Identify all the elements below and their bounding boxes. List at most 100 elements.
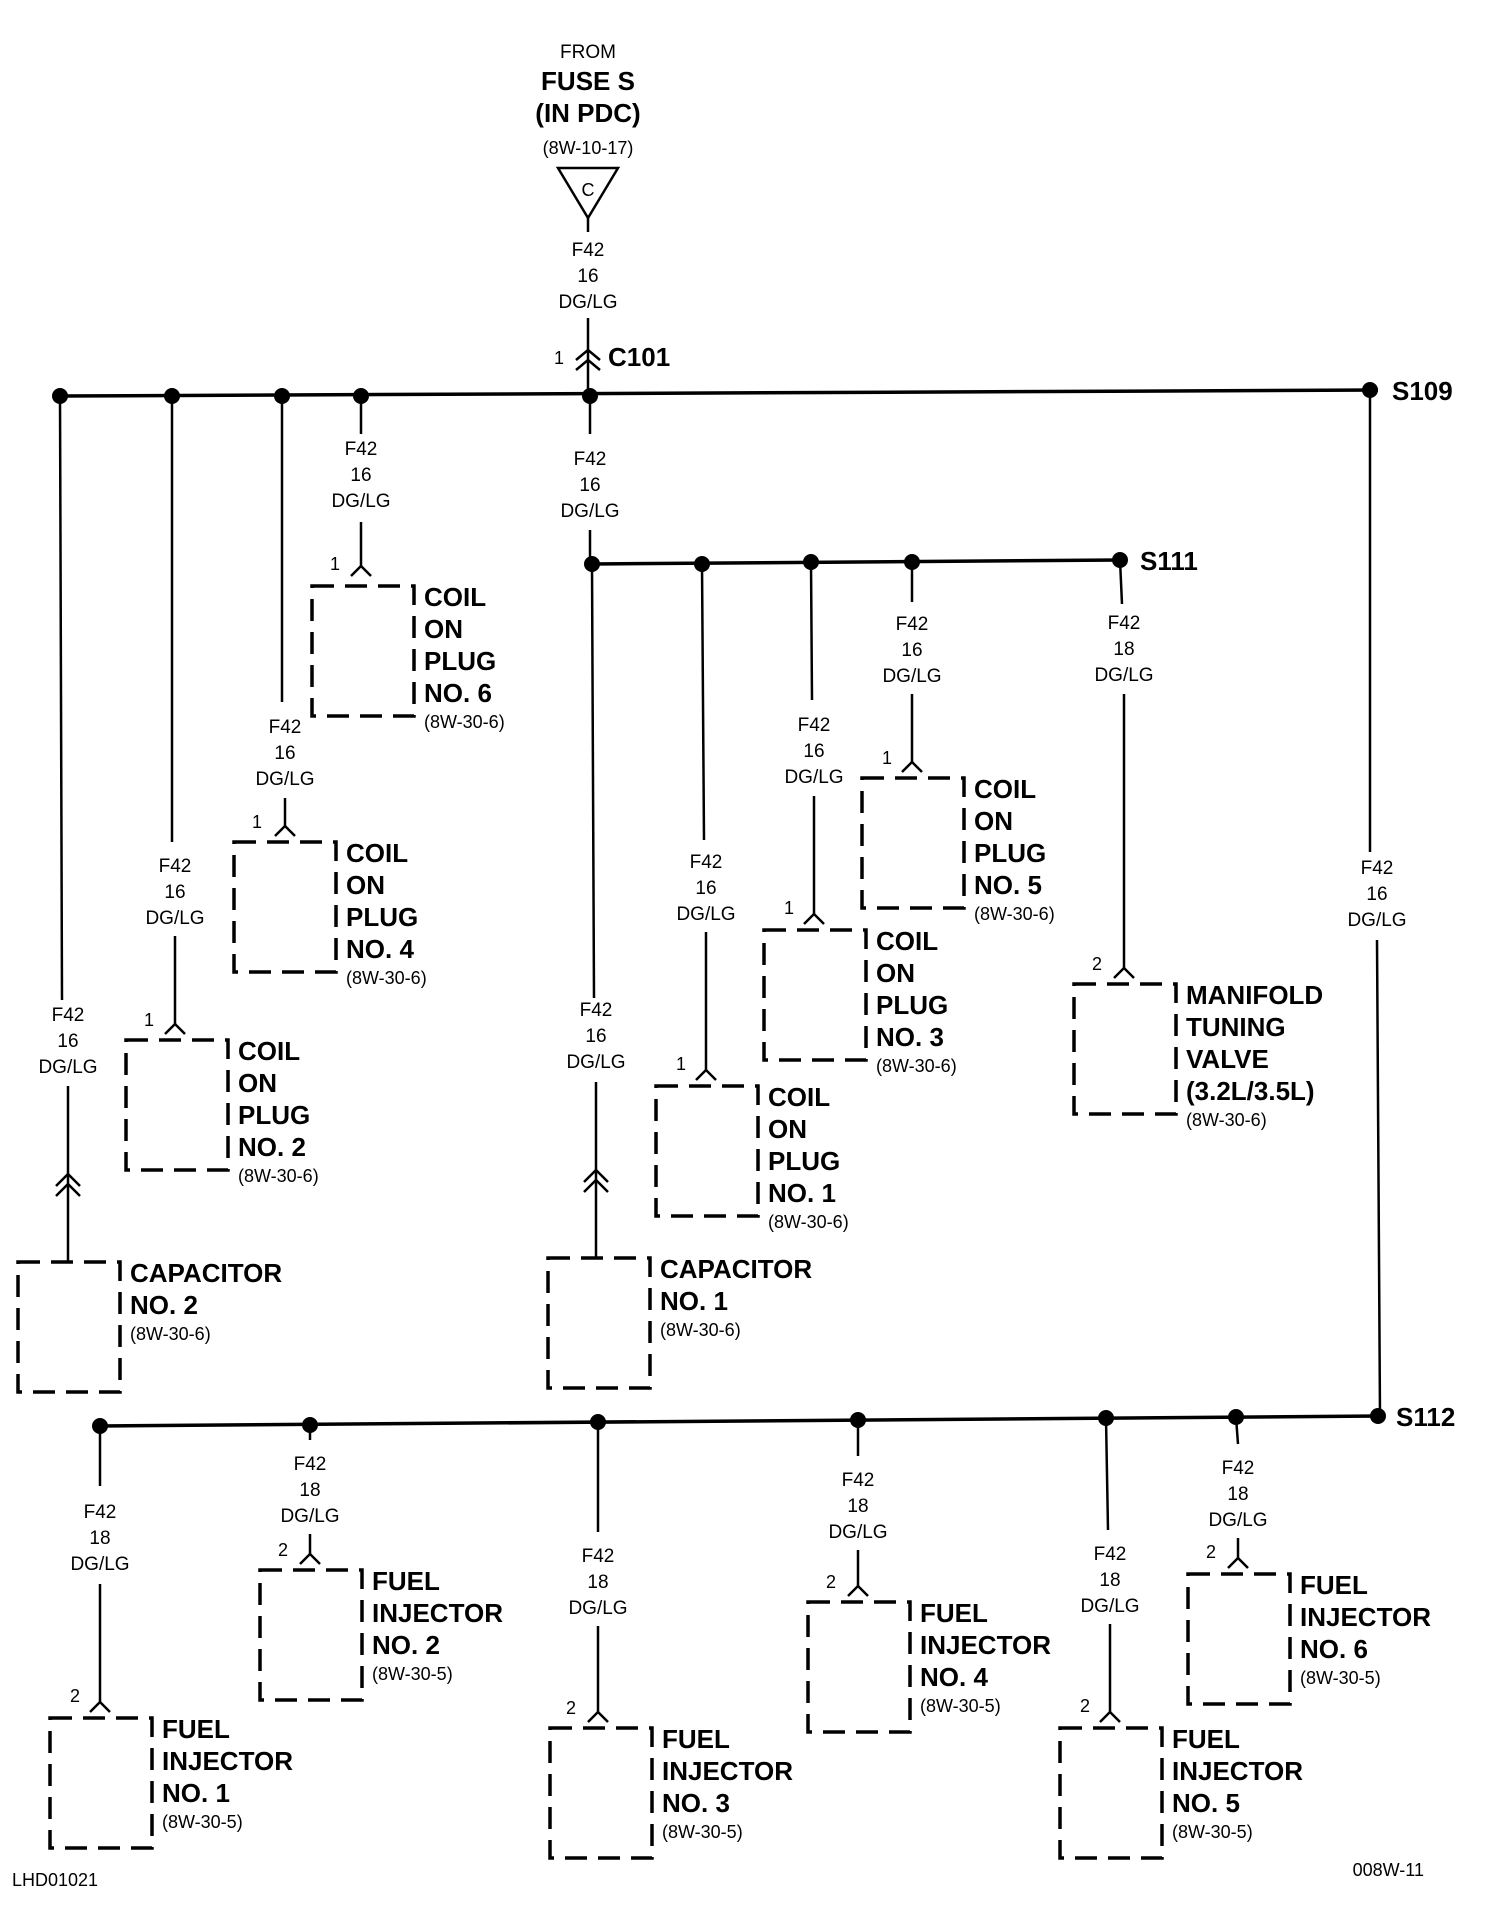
fuel-injector-5-label: FUEL INJECTOR NO. 5 (8W-30-5) [1172,1724,1303,1842]
svg-text:PLUG: PLUG [238,1100,310,1130]
figure-id-left: LHD01021 [12,1870,98,1890]
svg-text:CAPACITOR: CAPACITOR [130,1258,282,1288]
fuse-source: FROM FUSE S (IN PDC) (8W-10-17) C [535,42,641,221]
bottom-bus-wire [99,1414,1381,1428]
inj2-pin-chevron-icon [299,1552,321,1565]
svg-text:16: 16 [803,741,824,762]
svg-text:INJECTOR: INJECTOR [1300,1602,1431,1632]
svg-text:F42: F42 [572,240,605,261]
coil2-pin-chevron-icon [164,1022,186,1035]
inj6-pin-chevron-icon [1227,1556,1249,1569]
coil-on-plug-1-label: COIL ON PLUG NO. 1 (8W-30-6) [768,1082,849,1232]
fuse-connector-letter: C [582,180,595,200]
svg-text:FUEL: FUEL [662,1724,730,1754]
svg-text:COIL: COIL [346,838,408,868]
svg-text:NO. 3: NO. 3 [662,1788,730,1818]
svg-text:(3.2L/3.5L): (3.2L/3.5L) [1186,1076,1315,1106]
wire-label-cap1: F42 16 DG/LG [566,1000,625,1073]
svg-text:(8W-30-6): (8W-30-6) [1186,1110,1267,1130]
fuel-injector-2-box [258,1568,364,1702]
svg-text:F42: F42 [1361,858,1394,879]
coil-on-plug-2-label: COIL ON PLUG NO. 2 (8W-30-6) [238,1036,319,1186]
svg-text:DG/LG: DG/LG [280,1506,339,1527]
wire-label-coil2: F42 16 DG/LG [145,856,204,929]
svg-text:FUEL: FUEL [1300,1570,1368,1600]
svg-text:18: 18 [89,1528,110,1549]
fuel-injector-6-label: FUEL INJECTOR NO. 6 (8W-30-5) [1300,1570,1431,1688]
coil-on-plug-1-box [654,1084,760,1218]
svg-text:(8W-30-5): (8W-30-5) [920,1696,1001,1716]
svg-text:F42: F42 [690,852,723,873]
svg-text:DG/LG: DG/LG [676,904,735,925]
inj4-pin-chevron-icon [847,1584,869,1597]
fuel-injector-1-box [48,1716,154,1850]
svg-text:INJECTOR: INJECTOR [920,1630,1051,1660]
svg-text:F42: F42 [896,614,929,635]
svg-text:DG/LG: DG/LG [882,666,941,687]
svg-text:VALVE: VALVE [1186,1044,1269,1074]
svg-text:ON: ON [424,614,463,644]
capacitor-2-box [16,1260,122,1394]
svg-text:DG/LG: DG/LG [145,908,204,929]
svg-text:NO. 1: NO. 1 [768,1178,836,1208]
svg-text:PLUG: PLUG [346,902,418,932]
svg-text:DG/LG: DG/LG [1347,910,1406,931]
coil5-pin: 1 [882,748,892,768]
c101-chevron-icon [575,348,601,371]
svg-text:ON: ON [974,806,1013,836]
mtv-pin: 2 [1092,954,1102,974]
fuel-injector-4-label: FUEL INJECTOR NO. 4 (8W-30-5) [920,1598,1051,1716]
svg-text:18: 18 [847,1496,868,1517]
svg-text:16: 16 [585,1026,606,1047]
svg-text:18: 18 [299,1480,320,1501]
wire-label-coil6: F42 16 DG/LG [331,439,390,512]
fuel-injector-4-box [806,1600,912,1734]
svg-text:PLUG: PLUG [768,1146,840,1176]
svg-text:COIL: COIL [974,774,1036,804]
top-bus-wire [59,388,1379,398]
svg-text:DG/LG: DG/LG [828,1522,887,1543]
coil-on-plug-3-box [762,928,868,1062]
wire-label-inj2: F42 18 DG/LG [280,1454,339,1527]
wire-label-s111-feed: F42 16 DG/LG [560,449,619,522]
svg-text:ON: ON [876,958,915,988]
source-location-label: (IN PDC) [535,98,640,128]
svg-text:(8W-30-6): (8W-30-6) [346,968,427,988]
svg-text:COIL: COIL [424,582,486,612]
svg-text:INJECTOR: INJECTOR [662,1756,793,1786]
svg-text:(8W-30-5): (8W-30-5) [1300,1668,1381,1688]
svg-text:DG/LG: DG/LG [255,769,314,790]
svg-text:F42: F42 [1222,1458,1255,1479]
svg-text:18: 18 [1227,1484,1248,1505]
svg-text:F42: F42 [582,1546,615,1567]
svg-text:FUEL: FUEL [1172,1724,1240,1754]
manifold-tuning-valve-label: MANIFOLD TUNING VALVE (3.2L/3.5L) (8W-30… [1186,980,1323,1130]
coil4-pin-chevron-icon [274,824,296,837]
svg-text:DG/LG: DG/LG [1094,665,1153,686]
coil1-pin-chevron-icon [695,1068,717,1081]
inj6-pin: 2 [1206,1542,1216,1562]
svg-text:16: 16 [577,266,598,287]
svg-text:DG/LG: DG/LG [1208,1510,1267,1531]
svg-text:F42: F42 [345,439,378,460]
inj3-pin-chevron-icon [587,1710,609,1723]
svg-text:INJECTOR: INJECTOR [372,1598,503,1628]
svg-text:F42: F42 [1094,1544,1127,1565]
coil2-pin: 1 [144,1010,154,1030]
coil6-pin: 1 [330,554,340,574]
svg-text:NO. 4: NO. 4 [920,1662,988,1692]
manifold-tuning-valve-box [1072,982,1178,1116]
fuel-injector-6-box [1186,1572,1292,1706]
wire-label-inj6: F42 18 DG/LG [1208,1458,1267,1531]
svg-text:(8W-30-6): (8W-30-6) [768,1212,849,1232]
svg-text:16: 16 [695,878,716,899]
fuse-connector-triangle-icon [555,166,621,221]
cap1-connector-chevron-icon [583,1168,609,1193]
svg-text:DG/LG: DG/LG [560,501,619,522]
wire-label-coil3: F42 16 DG/LG [784,715,843,788]
svg-text:NO. 2: NO. 2 [372,1630,440,1660]
svg-text:ON: ON [346,870,385,900]
svg-text:F42: F42 [1108,613,1141,634]
svg-text:16: 16 [1366,884,1387,905]
